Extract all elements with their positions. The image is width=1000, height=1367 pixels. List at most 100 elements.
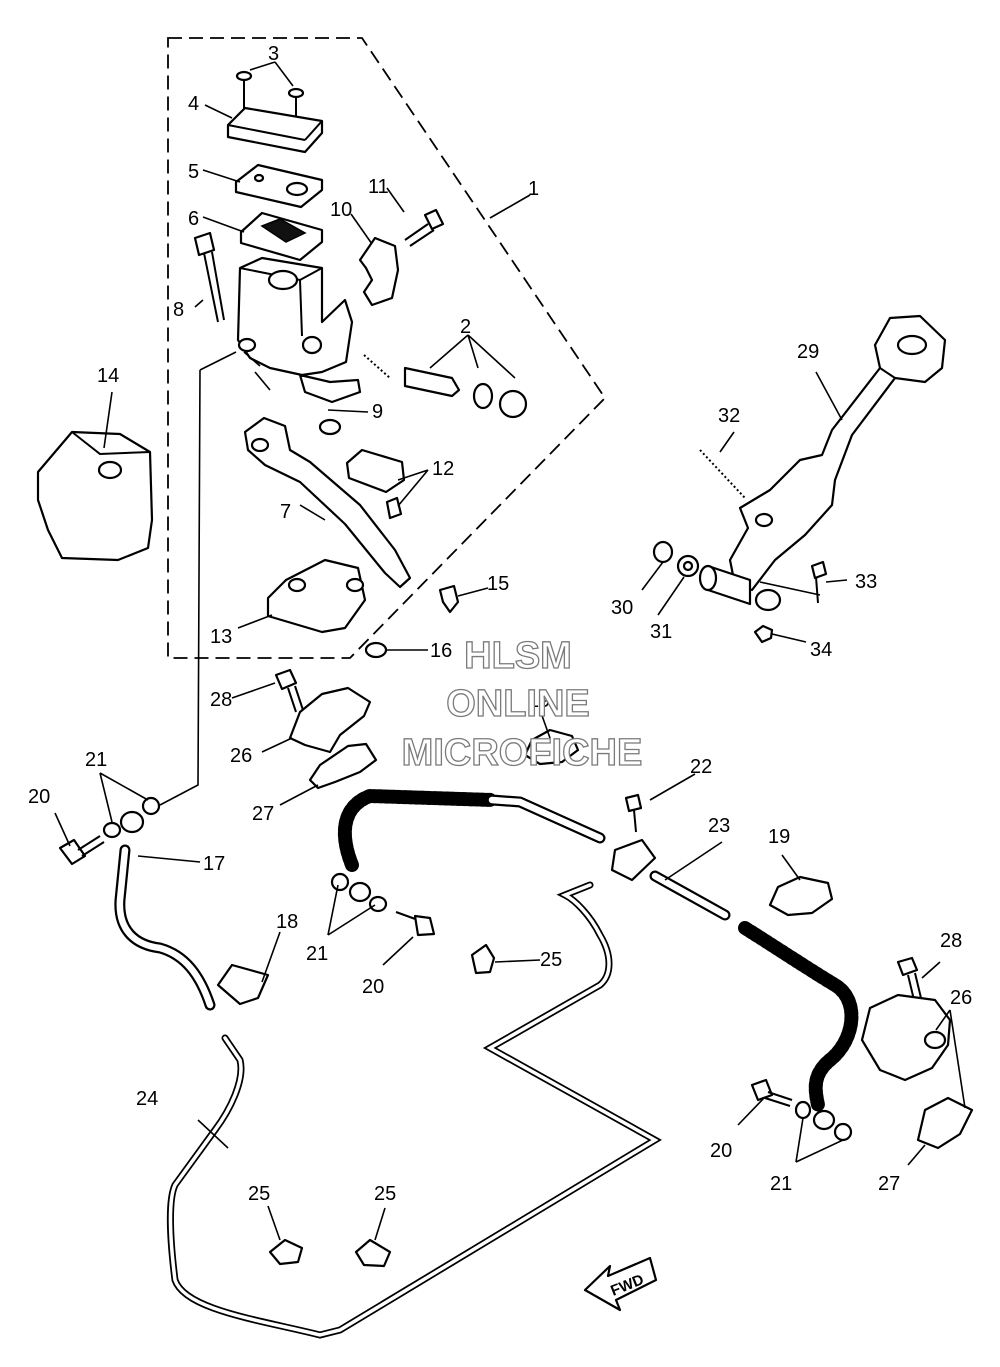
holder-clamp-icon xyxy=(358,236,400,307)
callout-7: 7 xyxy=(280,501,291,523)
callout-9: 9 xyxy=(372,401,383,423)
pipe-clip-icon xyxy=(216,963,270,1006)
watermark-line-1: HLSM xyxy=(464,635,572,677)
watermark: HLSM ONLINE MICROFICHE xyxy=(401,634,643,774)
callout-21-left: 21 xyxy=(85,749,107,771)
callout-5: 5 xyxy=(188,161,199,183)
clamp-plate-icon xyxy=(916,1096,974,1150)
callout-1: 1 xyxy=(528,178,539,200)
bleeder-bolt-icon xyxy=(624,793,643,833)
callout-34: 34 xyxy=(810,639,832,661)
brake-hose-upper xyxy=(337,788,499,872)
callout-15: 15 xyxy=(487,573,509,595)
callout-27-right: 27 xyxy=(878,1173,900,1195)
callout-32: 32 xyxy=(718,405,740,427)
callout-26-left: 26 xyxy=(230,745,252,767)
brake-switch-icon xyxy=(345,448,406,494)
callout-21-center: 21 xyxy=(306,943,328,965)
callout-28-right: 28 xyxy=(940,930,962,952)
master-cylinder-group xyxy=(193,70,528,659)
crush-washer-icon xyxy=(368,895,388,913)
callout-labels: 1 2 3 4 5 6 7 8 9 10 11 12 13 14 15 16 1… xyxy=(28,43,972,1205)
crush-washer-icon xyxy=(330,872,350,892)
hose-holder-icon xyxy=(768,875,834,917)
callout-21-right: 21 xyxy=(770,1173,792,1195)
callout-33: 33 xyxy=(855,571,877,593)
brake-pipe-24 xyxy=(167,881,662,1339)
crush-washer-icon xyxy=(102,821,122,839)
banjo-fitting-icon xyxy=(812,1109,836,1131)
callout-22: 22 xyxy=(690,756,712,778)
callout-14: 14 xyxy=(97,365,119,387)
bracket-icon xyxy=(288,686,372,754)
callout-20-left: 20 xyxy=(28,786,50,808)
screw-icon xyxy=(235,70,305,126)
callout-23: 23 xyxy=(708,815,730,837)
brake-lines xyxy=(114,788,859,1339)
callout-19-upper: 19 xyxy=(528,690,550,712)
callout-20-center: 20 xyxy=(362,976,384,998)
callout-2: 2 xyxy=(460,316,471,338)
callout-13: 13 xyxy=(210,626,232,648)
callout-10: 10 xyxy=(330,199,352,221)
callout-6: 6 xyxy=(188,208,199,230)
callout-20-right: 20 xyxy=(710,1140,732,1162)
callout-18: 18 xyxy=(276,911,298,933)
master-cylinder-cover-icon xyxy=(36,430,154,562)
holder-bolt-icon xyxy=(404,208,445,247)
bracket-group-right xyxy=(860,956,974,1150)
callout-4: 4 xyxy=(188,93,199,115)
callout-25-center: 25 xyxy=(540,949,562,971)
diaphragm-plate-icon xyxy=(234,163,324,209)
callout-25-right: 25 xyxy=(374,1183,396,1205)
callout-16: 16 xyxy=(430,640,452,662)
brake-lever-icon xyxy=(243,416,412,589)
crush-washer-icon xyxy=(141,796,161,816)
lever-guard-icon xyxy=(266,558,367,634)
callout-31: 31 xyxy=(650,621,672,643)
banjo-bolt-icon xyxy=(395,911,436,937)
piston-kit-icon xyxy=(363,354,528,419)
banjo-fitting-icon xyxy=(119,810,145,834)
pedal-bolt-icon xyxy=(810,560,828,604)
callout-19-right: 19 xyxy=(768,826,790,848)
callout-3: 3 xyxy=(268,43,279,65)
nut-icon xyxy=(318,418,342,436)
banjo-bolt-icon xyxy=(750,1078,793,1107)
circlip-icon xyxy=(652,540,674,564)
callout-30: 30 xyxy=(611,597,633,619)
leader-lines xyxy=(54,61,966,1241)
callout-27-left: 27 xyxy=(252,803,274,825)
assembly-boundary-dashed xyxy=(167,37,607,659)
bracket-group-upper xyxy=(274,668,378,790)
callout-26-right: 26 xyxy=(950,987,972,1009)
watermark-line-2: ONLINE xyxy=(446,683,590,725)
junction-block-icon xyxy=(610,838,657,882)
callout-8: 8 xyxy=(173,299,184,321)
washer-icon xyxy=(364,641,388,659)
callout-24: 24 xyxy=(136,1088,158,1110)
clamp-plate-icon xyxy=(308,742,378,790)
forward-direction-arrow-icon: FWD xyxy=(583,1256,658,1312)
crush-washer-icon xyxy=(833,1122,853,1142)
bolt-icon xyxy=(896,956,922,1001)
callout-29: 29 xyxy=(797,341,819,363)
return-spring-icon xyxy=(699,449,746,499)
callout-25-left: 25 xyxy=(248,1183,270,1205)
pivot-pin-icon xyxy=(438,584,460,614)
clip-icon xyxy=(354,1238,392,1268)
hose-holder-icon xyxy=(523,728,580,766)
crush-washer-icon xyxy=(794,1100,812,1120)
reservoir-cap-icon xyxy=(226,106,324,154)
brake-pedal-icon xyxy=(728,314,947,592)
callout-12: 12 xyxy=(432,458,454,480)
brake-pedal-group xyxy=(652,314,947,644)
bracket-icon xyxy=(860,993,952,1082)
banjo-fitting-icon xyxy=(348,881,372,903)
pivot-bolt-icon xyxy=(193,231,225,323)
pedal-nut-icon xyxy=(753,624,774,644)
watermark-line-3: MICROFICHE xyxy=(402,732,643,774)
clip-icon xyxy=(268,1238,304,1266)
bolt-icon xyxy=(274,668,304,713)
